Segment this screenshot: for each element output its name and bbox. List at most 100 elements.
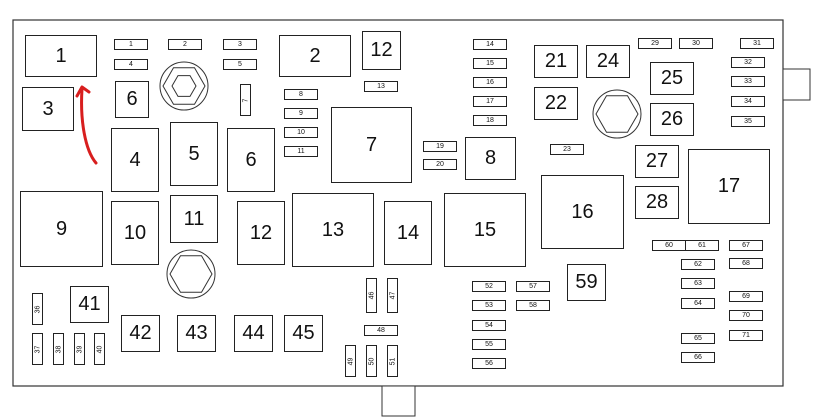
relay-6: 6 [227, 128, 275, 192]
fuse-4-label: 4 [129, 61, 133, 68]
fuse-18-label: 18 [486, 117, 494, 124]
relay-10: 10 [111, 201, 159, 265]
fuse-51: 51 [387, 345, 398, 377]
annotation-arrow [80, 87, 98, 165]
fuse-69: 69 [729, 291, 763, 302]
fuse-55-label: 55 [485, 341, 493, 348]
relay-15-label: 15 [473, 218, 497, 241]
fuse-11: 11 [284, 146, 318, 157]
fuse-34-label: 34 [744, 98, 752, 105]
fuse-65: 65 [681, 333, 715, 344]
fuse-58-label: 58 [529, 302, 537, 309]
fuse-46-label: 46 [367, 291, 375, 300]
relay-6-small-label: 6 [126, 88, 138, 110]
relay-9-label: 9 [55, 217, 68, 240]
fuse-62-label: 62 [694, 261, 702, 268]
relay-4: 4 [111, 128, 159, 192]
fuse-9: 9 [284, 108, 318, 119]
relay-21: 21 [534, 45, 578, 78]
relay-2-label: 2 [309, 44, 321, 67]
fuse-68-label: 68 [742, 260, 750, 267]
fuse-31-label: 31 [753, 40, 761, 47]
fuse-47: 47 [387, 278, 398, 313]
relay-14: 14 [384, 201, 432, 265]
fuse-33: 33 [731, 76, 765, 87]
fuse-34: 34 [731, 96, 765, 107]
fuse-60-label: 60 [665, 242, 673, 249]
fuse-50: 50 [366, 345, 377, 377]
relay-44-label: 44 [242, 322, 265, 344]
relay-43-label: 43 [185, 322, 208, 344]
relay-42: 42 [121, 315, 160, 352]
relay-59-label: 59 [575, 271, 598, 293]
fuse-66: 66 [681, 352, 715, 363]
fuse-29: 29 [638, 38, 672, 49]
fuse-8-label: 8 [299, 91, 303, 98]
fuse-19: 19 [423, 141, 457, 152]
relay-12-small: 12 [362, 31, 401, 70]
relay-12-small-label: 12 [370, 39, 393, 61]
relay-8: 8 [465, 137, 516, 180]
relay-22-label: 22 [544, 92, 568, 114]
relay-22: 22 [534, 87, 578, 120]
fuse-35: 35 [731, 116, 765, 127]
fuse-3: 3 [223, 39, 257, 50]
relay-9: 9 [20, 191, 103, 267]
fuse-39-label: 39 [75, 345, 83, 353]
fuse-53-label: 53 [485, 302, 493, 309]
fuse-3-label: 3 [238, 41, 242, 48]
relay-12-label: 12 [249, 221, 273, 244]
relay-8-label: 8 [484, 147, 497, 169]
fuse-56: 56 [472, 358, 506, 369]
fuse-32-label: 32 [744, 59, 752, 66]
fuse-40-label: 40 [95, 345, 103, 353]
fuse-54: 54 [472, 320, 506, 331]
fuse-5: 5 [223, 59, 257, 70]
fuse-10: 10 [284, 127, 318, 138]
fuse-62: 62 [681, 259, 715, 270]
fuse-51-label: 51 [388, 357, 396, 365]
relay-21-label: 21 [544, 50, 568, 72]
fuse-53: 53 [472, 300, 506, 311]
fuse-7-label: 7 [242, 98, 249, 102]
fuse-13-label: 13 [377, 83, 385, 90]
fuse-1: 1 [114, 39, 148, 50]
fuse-47-label: 47 [388, 291, 396, 300]
fuse-11-label: 11 [297, 148, 305, 155]
fuse-5-label: 5 [238, 61, 242, 68]
relay-43: 43 [177, 315, 216, 352]
fuse-38-label: 38 [54, 345, 62, 353]
relay-26: 26 [650, 103, 694, 136]
relay-13-label: 13 [321, 218, 345, 241]
fuse-40: 40 [94, 333, 105, 365]
fuse-70: 70 [729, 310, 763, 321]
fuse-64-label: 64 [694, 300, 702, 307]
fuse-30: 30 [679, 38, 713, 49]
relay-44: 44 [234, 315, 273, 352]
fuse-71-label: 71 [742, 332, 750, 339]
fuse-36-label: 36 [33, 305, 41, 313]
fuse-17: 17 [473, 96, 507, 107]
fuse-54-label: 54 [485, 322, 493, 329]
fuse-63-label: 63 [694, 280, 702, 287]
fuse-67: 67 [729, 240, 763, 251]
relay-17: 17 [688, 149, 770, 224]
fuse-20: 20 [423, 159, 457, 170]
relay-25: 25 [650, 62, 694, 95]
fuse-20-label: 20 [436, 161, 444, 168]
relay-6-small: 6 [115, 81, 149, 118]
fuse-50-label: 50 [367, 357, 375, 365]
relay-41: 41 [70, 286, 109, 323]
fuse-2-label: 2 [183, 41, 187, 48]
relay-16-label: 16 [571, 200, 594, 223]
relay-42-label: 42 [129, 322, 152, 344]
fuse-37: 37 [32, 333, 43, 365]
fuse-8: 8 [284, 89, 318, 100]
fuse-48: 48 [364, 325, 398, 336]
relay-14-label: 14 [396, 221, 420, 244]
fuse-63: 63 [681, 278, 715, 289]
relay-25-label: 25 [660, 67, 684, 89]
relay-28-label: 28 [645, 191, 669, 213]
fuse-61-label: 61 [698, 242, 706, 249]
fuse-14: 14 [473, 39, 507, 50]
